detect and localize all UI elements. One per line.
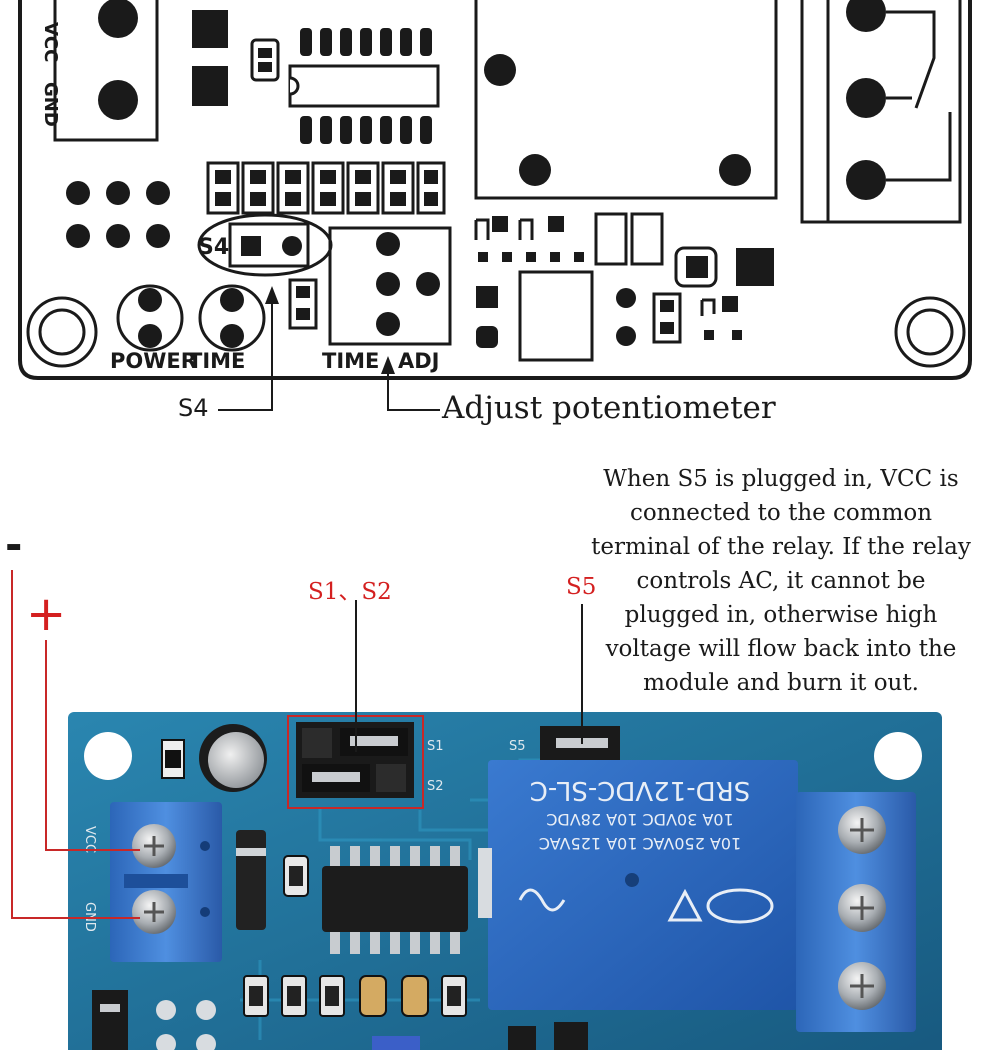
pcb-board: [68, 712, 942, 1050]
s2-pcb-label: S2: [427, 779, 444, 794]
note-line: voltage will flow back into the: [605, 636, 957, 662]
potentiometer-footprint: [328, 226, 452, 346]
vcc-label: VCC: [40, 22, 61, 62]
s4-jumper: S4: [197, 213, 333, 277]
s4-callout-label: S4: [178, 394, 209, 422]
electrolytic-capacitor: [199, 724, 267, 792]
input-terminal-block: [110, 802, 222, 962]
output-terminal-outline: [800, 0, 962, 224]
s1-pcb-label: S1: [427, 739, 444, 754]
minus-label: -: [5, 520, 23, 569]
svg-text:10A 250VAC 10A 125VAC: 10A 250VAC 10A 125VAC: [539, 834, 741, 853]
mounting-hole: [874, 732, 922, 780]
diode-pad: [192, 66, 228, 106]
power-silk-label: POWER: [110, 349, 197, 373]
gnd-pcb-label: GND: [82, 902, 97, 932]
svg-text:SRD-12VDC-SL-C: SRD-12VDC-SL-C: [530, 775, 750, 805]
plus-wire-callout: [45, 640, 140, 851]
potentiometer-callout-arrow: [381, 356, 440, 411]
mounting-hole: [84, 732, 132, 780]
board-outline: [18, 0, 972, 380]
power-led: [116, 284, 184, 352]
s5-warning-note: When S5 is plugged in, VCC is connected …: [562, 462, 1000, 700]
mounting-hole: [26, 296, 98, 368]
smd-component-row: [243, 975, 467, 1017]
output-terminal-block: [796, 792, 916, 1032]
time-led: [198, 284, 266, 352]
note-line: module and burn it out.: [643, 670, 919, 696]
s4-callout-arrow: [218, 286, 279, 411]
note-line: connected to the common: [629, 500, 933, 526]
note-line: terminal of the relay. If the relay: [591, 534, 971, 560]
terminal-block-outline: [53, 0, 159, 142]
board-outline-diagram: VCC GND: [18, 0, 972, 411]
ic-chip: [288, 28, 440, 144]
s1-s2-jumper-header: [287, 715, 424, 809]
plus-label: +: [26, 586, 67, 642]
via-dots: [66, 181, 170, 248]
s5-pcb-label: S5: [509, 739, 526, 754]
s5-label: S5: [566, 574, 597, 600]
adj-silk-label: ADJ: [398, 349, 440, 373]
diode: [236, 830, 266, 930]
gnd-label: GND: [40, 82, 61, 127]
note-line: controls AC, it cannot be: [636, 568, 926, 594]
terminal-screw: [98, 80, 138, 120]
smd-pad-row: [206, 161, 446, 215]
potentiometer-callout-label: Adjust potentiometer: [442, 390, 776, 426]
note-line: When S5 is plugged in, VCC is: [603, 466, 959, 492]
s4-silk-label: S4: [198, 235, 229, 260]
terminal-screw: [98, 0, 138, 38]
relay: SRD-12VDC-SL-C 10A 30VDC 10A 28VDC 10A 2…: [478, 760, 798, 1010]
time-led-silk-label: TIME: [188, 349, 245, 373]
ic-chip: [322, 846, 468, 954]
pcb-traces: [240, 758, 600, 1040]
relay-footprint: [474, 0, 778, 200]
s1-s2-label: S1、S2: [308, 579, 392, 605]
mounting-hole: [894, 296, 966, 368]
vcc-pcb-label: VCC: [82, 826, 97, 853]
svg-text:10A 30VDC 10A 28VDC: 10A 30VDC 10A 28VDC: [546, 810, 733, 829]
note-line: plugged in, otherwise high: [624, 602, 938, 628]
diode-pad: [192, 10, 228, 48]
smd-resistor: [161, 739, 185, 779]
time-adj-silk-label: TIME: [322, 349, 379, 373]
s5-jumper-header: [540, 726, 620, 760]
